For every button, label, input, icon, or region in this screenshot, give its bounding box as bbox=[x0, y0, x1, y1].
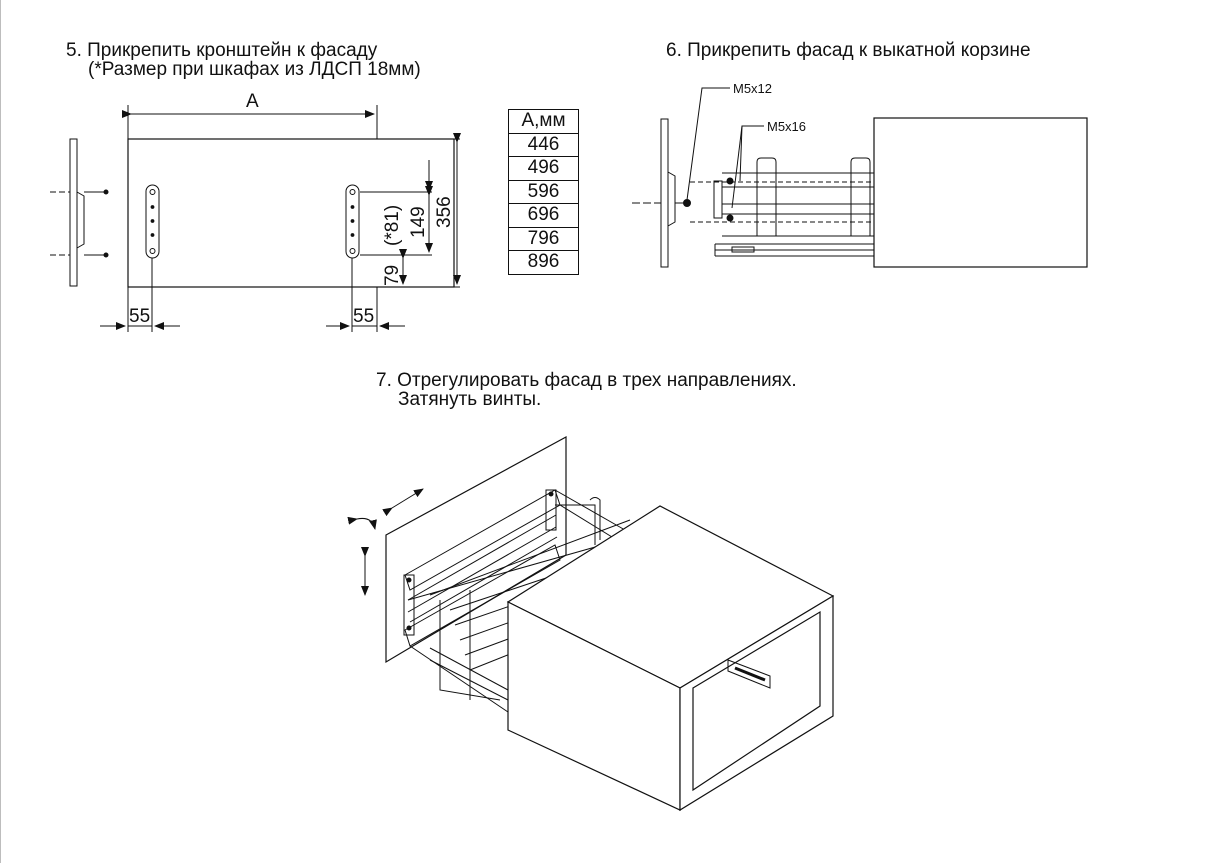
size-table-row: 696 bbox=[509, 204, 578, 228]
tilt-adjust-arrow-icon bbox=[347, 516, 377, 530]
step7-drawing bbox=[347, 435, 835, 812]
step7-subtitle: Затянуть винты. bbox=[398, 389, 542, 410]
step5-title: 5. Прикрепить кронштейн к фасаду bbox=[66, 40, 378, 61]
dim-label-81: (*81) bbox=[382, 205, 403, 246]
dim-label-356: 356 bbox=[434, 196, 455, 228]
cabinet-3d bbox=[506, 505, 835, 812]
cabinet-side-view bbox=[873, 117, 1088, 268]
step5-subtitle: (*Размер при шкафах из ЛДСП 18мм) bbox=[88, 59, 421, 80]
dim-label-55-right: 55 bbox=[353, 306, 374, 327]
bracket-right bbox=[345, 184, 360, 259]
facade-side-profile bbox=[660, 118, 669, 268]
step6-title: 6. Прикрепить фасад к выкатной корзине bbox=[666, 40, 1031, 61]
page-left-border bbox=[0, 0, 1, 863]
bracket-side-profile bbox=[667, 171, 676, 227]
size-table-header: A,мм bbox=[509, 110, 578, 134]
size-table-row: 596 bbox=[509, 181, 578, 204]
size-table-row: 496 bbox=[509, 157, 578, 181]
facade-front bbox=[127, 138, 455, 288]
step6-drawing bbox=[632, 87, 1088, 268]
bracket-side-profile bbox=[76, 191, 85, 249]
dim-label-a: A bbox=[246, 91, 259, 112]
pullout-basket-3d bbox=[403, 489, 631, 713]
label-m5x16: M5x16 bbox=[767, 119, 806, 134]
screw-icon bbox=[84, 189, 109, 195]
step5-dimension-labels: A 356 149 (*81) 79 55 55 bbox=[129, 91, 455, 327]
size-table-row: 896 bbox=[527, 251, 560, 272]
basket-side-view bbox=[713, 157, 874, 257]
dim-label-79: 79 bbox=[382, 265, 403, 286]
bracket-left bbox=[145, 184, 160, 259]
step6-labels: M5x12 M5x16 bbox=[733, 81, 806, 134]
screw-m5x12-icon bbox=[683, 199, 691, 207]
callout-m5x12 bbox=[686, 87, 730, 201]
dim-label-55-left: 55 bbox=[129, 306, 150, 327]
label-m5x12: M5x12 bbox=[733, 81, 772, 96]
size-table: A,мм 446 496 596 696 796 896 bbox=[508, 109, 579, 275]
size-table-row: 796 bbox=[509, 228, 578, 251]
facade-side-profile bbox=[69, 138, 78, 287]
step5-drawing bbox=[50, 105, 461, 332]
step7-title: 7. Отрегулировать фасад в трех направлен… bbox=[376, 370, 797, 391]
screw-icon bbox=[84, 252, 109, 258]
depth-adjust-arrow-icon bbox=[382, 488, 424, 517]
dim-label-149: 149 bbox=[408, 206, 429, 238]
size-table-row: 446 bbox=[509, 134, 578, 157]
